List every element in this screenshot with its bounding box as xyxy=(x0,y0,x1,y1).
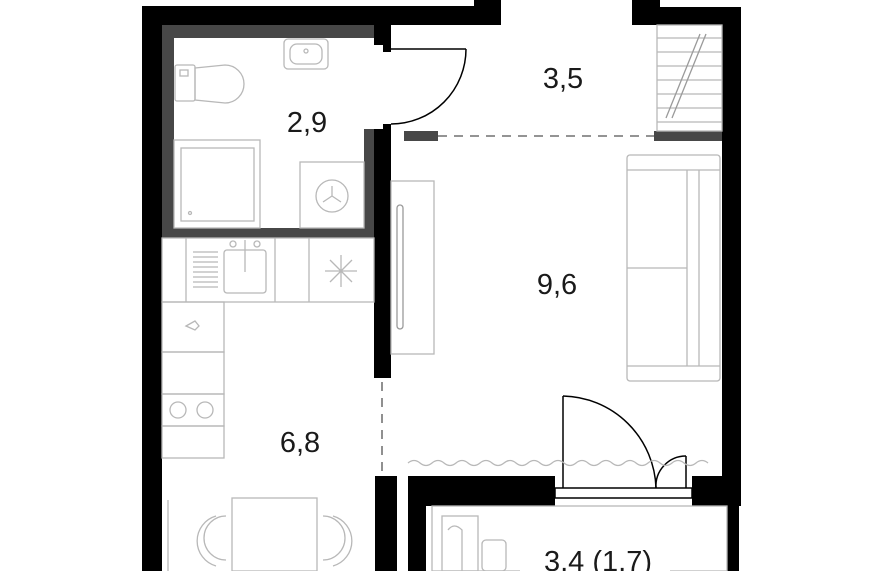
bath-right-wall xyxy=(364,129,374,238)
partition-stub-right xyxy=(654,131,722,141)
washbasin-bowl xyxy=(289,43,323,65)
bath-top-wall xyxy=(162,25,374,38)
toilet-flush xyxy=(179,69,189,77)
bottom-wall-middle xyxy=(426,476,555,506)
washing-machine-icon xyxy=(322,186,342,203)
shower-drain xyxy=(187,210,193,216)
inner-walls xyxy=(162,25,722,238)
washing-machine-body xyxy=(299,161,365,229)
left-exterior-wall xyxy=(142,6,162,571)
wardrobe-frame xyxy=(656,24,723,132)
top-wall-right xyxy=(632,7,741,25)
wardrobe-hanger-diagonal xyxy=(671,33,707,119)
bathroom-door[interactable] xyxy=(383,44,467,132)
fridge-snowflake-icon xyxy=(325,255,357,287)
counter-top xyxy=(161,237,375,303)
side-cabinet xyxy=(161,351,225,395)
exterior-walls xyxy=(142,0,741,571)
toilet xyxy=(174,64,245,104)
burner-left xyxy=(169,401,187,419)
living-room-area-label: 9,6 xyxy=(537,269,577,301)
washbasin-drain xyxy=(303,48,309,54)
tv-screen xyxy=(396,204,404,330)
bath-bottom-wall xyxy=(162,228,374,238)
shower-tray xyxy=(180,147,255,222)
cooktop xyxy=(161,393,225,427)
lower-cabinet xyxy=(161,425,225,459)
balcony-right-edge xyxy=(727,506,739,571)
kitchen-area-label: 6,8 xyxy=(280,427,320,459)
burner-right xyxy=(196,401,214,419)
washing-machine xyxy=(299,161,365,229)
bath-door-hinge-bottom xyxy=(383,124,391,132)
washbasin-counter xyxy=(283,38,329,70)
balcony-furniture xyxy=(431,505,728,571)
wardrobe-hanger-diagonal-2 xyxy=(665,33,701,119)
chair-right xyxy=(322,515,346,561)
washbasin xyxy=(283,38,329,70)
sink-tap-right xyxy=(253,240,261,248)
sofa xyxy=(626,154,721,382)
right-bottom-wall xyxy=(692,476,741,506)
table-top xyxy=(231,497,318,571)
balcony-table xyxy=(481,539,507,571)
balcony-threshold xyxy=(554,487,693,499)
balcony-label-backdrop xyxy=(520,540,670,571)
balcony-outline xyxy=(431,505,728,571)
dining-table xyxy=(167,497,353,571)
bathroom-area-label: 2,9 xyxy=(287,107,327,139)
partition-stub-left xyxy=(404,131,438,141)
tv-cabinet xyxy=(390,180,435,355)
shower xyxy=(173,139,261,229)
top-wall-stub-left xyxy=(474,0,501,25)
top-wall-left xyxy=(142,6,474,25)
kitchen-counter xyxy=(161,237,375,303)
oven-unit xyxy=(161,301,225,353)
room-labels: 2,9 3,5 9,6 6,8 3,4 (1,7) xyxy=(280,63,670,571)
kitchen-side-units xyxy=(161,301,225,459)
balcony-area-label: 3,4 (1,7) xyxy=(544,546,652,571)
hallway-area-label: 3,5 xyxy=(543,63,583,95)
sink-tap-left xyxy=(229,240,237,248)
bath-door-swing xyxy=(390,48,467,125)
right-exterior-wall xyxy=(722,7,741,506)
balcony-door-swing xyxy=(562,395,657,489)
chair-left-back xyxy=(196,515,217,567)
bath-door-hinge-top xyxy=(383,44,391,52)
living-left-wall xyxy=(374,129,391,378)
bath-door-jamb-top xyxy=(374,25,391,45)
wardrobe xyxy=(656,24,723,132)
balcony-left-wall xyxy=(375,476,397,571)
chair-left xyxy=(203,515,227,561)
oven-knob xyxy=(184,320,200,331)
curtain xyxy=(407,459,709,467)
tv-unit xyxy=(390,180,435,355)
balcony-left-wall-inner xyxy=(408,476,426,571)
balcony-door[interactable] xyxy=(554,395,693,499)
chair-right-back xyxy=(332,515,353,567)
balcony-chair-back xyxy=(447,525,463,571)
balcony-chair xyxy=(441,515,479,571)
bath-left-wall xyxy=(162,25,174,238)
shower-base xyxy=(173,139,261,229)
washing-machine-drum xyxy=(315,179,349,213)
drainboard xyxy=(193,251,218,288)
toilet-bowl xyxy=(194,64,245,104)
